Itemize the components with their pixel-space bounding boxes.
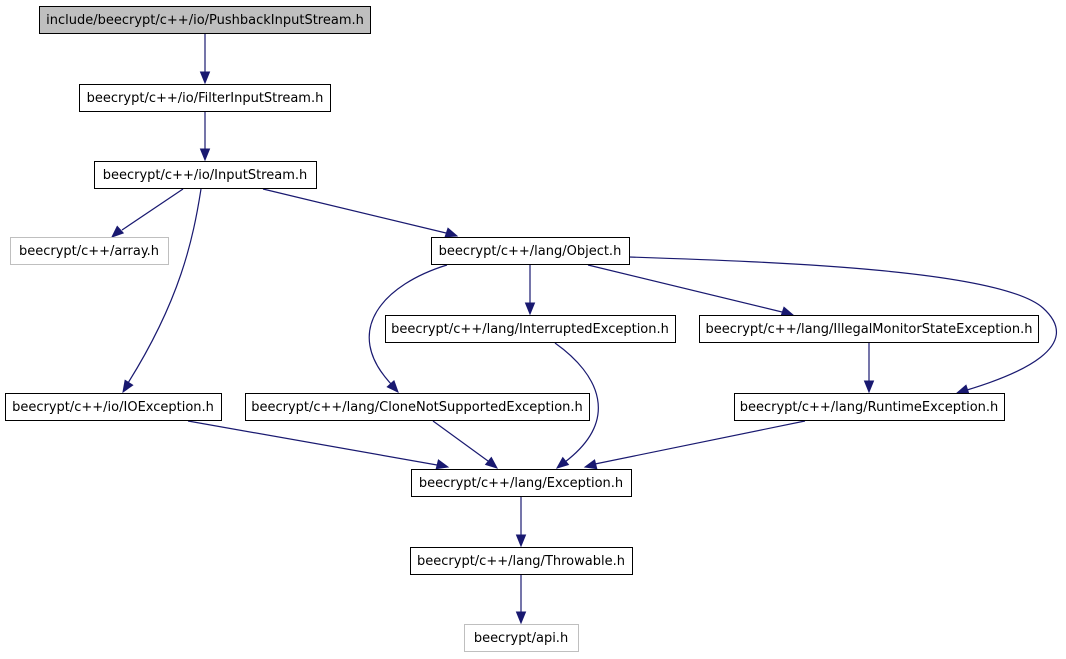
edge-line [432,420,489,462]
edge-line [587,264,783,313]
node-interrupted[interactable]: beecrypt/c++/lang/InterruptedException.h [385,315,676,343]
edge-line [121,188,184,231]
arrowhead-icon [780,306,795,317]
edge-object-to-clone [368,264,448,393]
node-label: beecrypt/c++/lang/Throwable.h [417,554,625,569]
edge-illegal-to-runtime [863,343,875,394]
node-pushback[interactable]: include/beecrypt/c++/io/PushbackInputStr… [39,6,371,34]
node-exception[interactable]: beecrypt/c++/lang/Exception.h [411,469,632,497]
node-label: beecrypt/c++/lang/Object.h [439,244,622,259]
edge-line [594,420,806,465]
arrowhead-icon [199,71,211,85]
edge-runtime-to-exception [583,420,806,470]
node-object[interactable]: beecrypt/c++/lang/Object.h [431,237,630,265]
node-api[interactable]: beecrypt/api.h [464,624,579,652]
node-inputstream[interactable]: beecrypt/c++/io/InputStream.h [94,161,317,189]
node-label: beecrypt/c++/io/FilterInputStream.h [87,91,324,106]
node-illegal[interactable]: beecrypt/c++/lang/IllegalMonitorStateExc… [699,315,1039,343]
node-throwable[interactable]: beecrypt/c++/lang/Throwable.h [410,547,633,575]
graph-edges [111,34,1058,625]
edge-object-to-interrupted [524,265,536,316]
node-label: beecrypt/c++/lang/CloneNotSupportedExcep… [251,400,583,415]
edge-ioexception-to-exception [187,420,450,470]
arrowhead-icon [515,534,527,548]
edge-throwable-to-api [515,575,527,625]
arrowhead-icon [555,456,570,469]
arrowhead-icon [444,227,459,238]
node-runtime[interactable]: beecrypt/c++/lang/RuntimeException.h [734,393,1005,421]
node-label: beecrypt/c++/io/InputStream.h [103,168,308,183]
node-label: beecrypt/c++/array.h [19,244,159,259]
edge-pushback-to-filter [199,34,211,85]
edge-exception-to-throwable [515,497,527,548]
node-label: beecrypt/c++/io/IOException.h [12,400,214,415]
arrowhead-icon [955,384,970,395]
node-label: include/beecrypt/c++/io/PushbackInputStr… [46,13,364,28]
edge-interrupted-to-exception [554,342,599,469]
edge-object-to-illegal [587,264,795,317]
node-array[interactable]: beecrypt/c++/array.h [10,237,169,265]
node-label: beecrypt/c++/lang/Exception.h [419,476,623,491]
arrowhead-icon [484,456,499,469]
arrowhead-icon [111,225,125,238]
arrowhead-icon [199,148,211,162]
node-ioexception[interactable]: beecrypt/c++/io/IOException.h [5,393,222,421]
arrowhead-icon [122,379,134,394]
node-label: beecrypt/c++/lang/InterruptedException.h [391,322,669,337]
node-label: beecrypt/c++/lang/RuntimeException.h [740,400,999,415]
arrowhead-icon [386,379,399,393]
edge-inputstream-to-ioexception [122,188,202,394]
arrowhead-icon [863,380,875,394]
edge-clone-to-exception [432,420,499,469]
edge-line [368,264,448,386]
edge-line [262,188,447,234]
edge-line [187,420,438,466]
edge-line [554,342,599,463]
edge-line [628,256,1058,391]
node-label: beecrypt/api.h [474,631,568,646]
arrowhead-icon [524,302,536,316]
node-filter[interactable]: beecrypt/c++/io/FilterInputStream.h [79,84,331,112]
edge-inputstream-to-object [262,188,459,238]
edge-filter-to-inputstream [199,112,211,162]
arrowhead-icon [515,611,527,625]
node-clone[interactable]: beecrypt/c++/lang/CloneNotSupportedExcep… [245,393,590,421]
edge-line [127,188,202,384]
node-label: beecrypt/c++/lang/IllegalMonitorStateExc… [706,322,1033,337]
arrowhead-icon [583,459,598,470]
edge-inputstream-to-array [111,188,184,238]
arrowhead-icon [435,459,450,470]
